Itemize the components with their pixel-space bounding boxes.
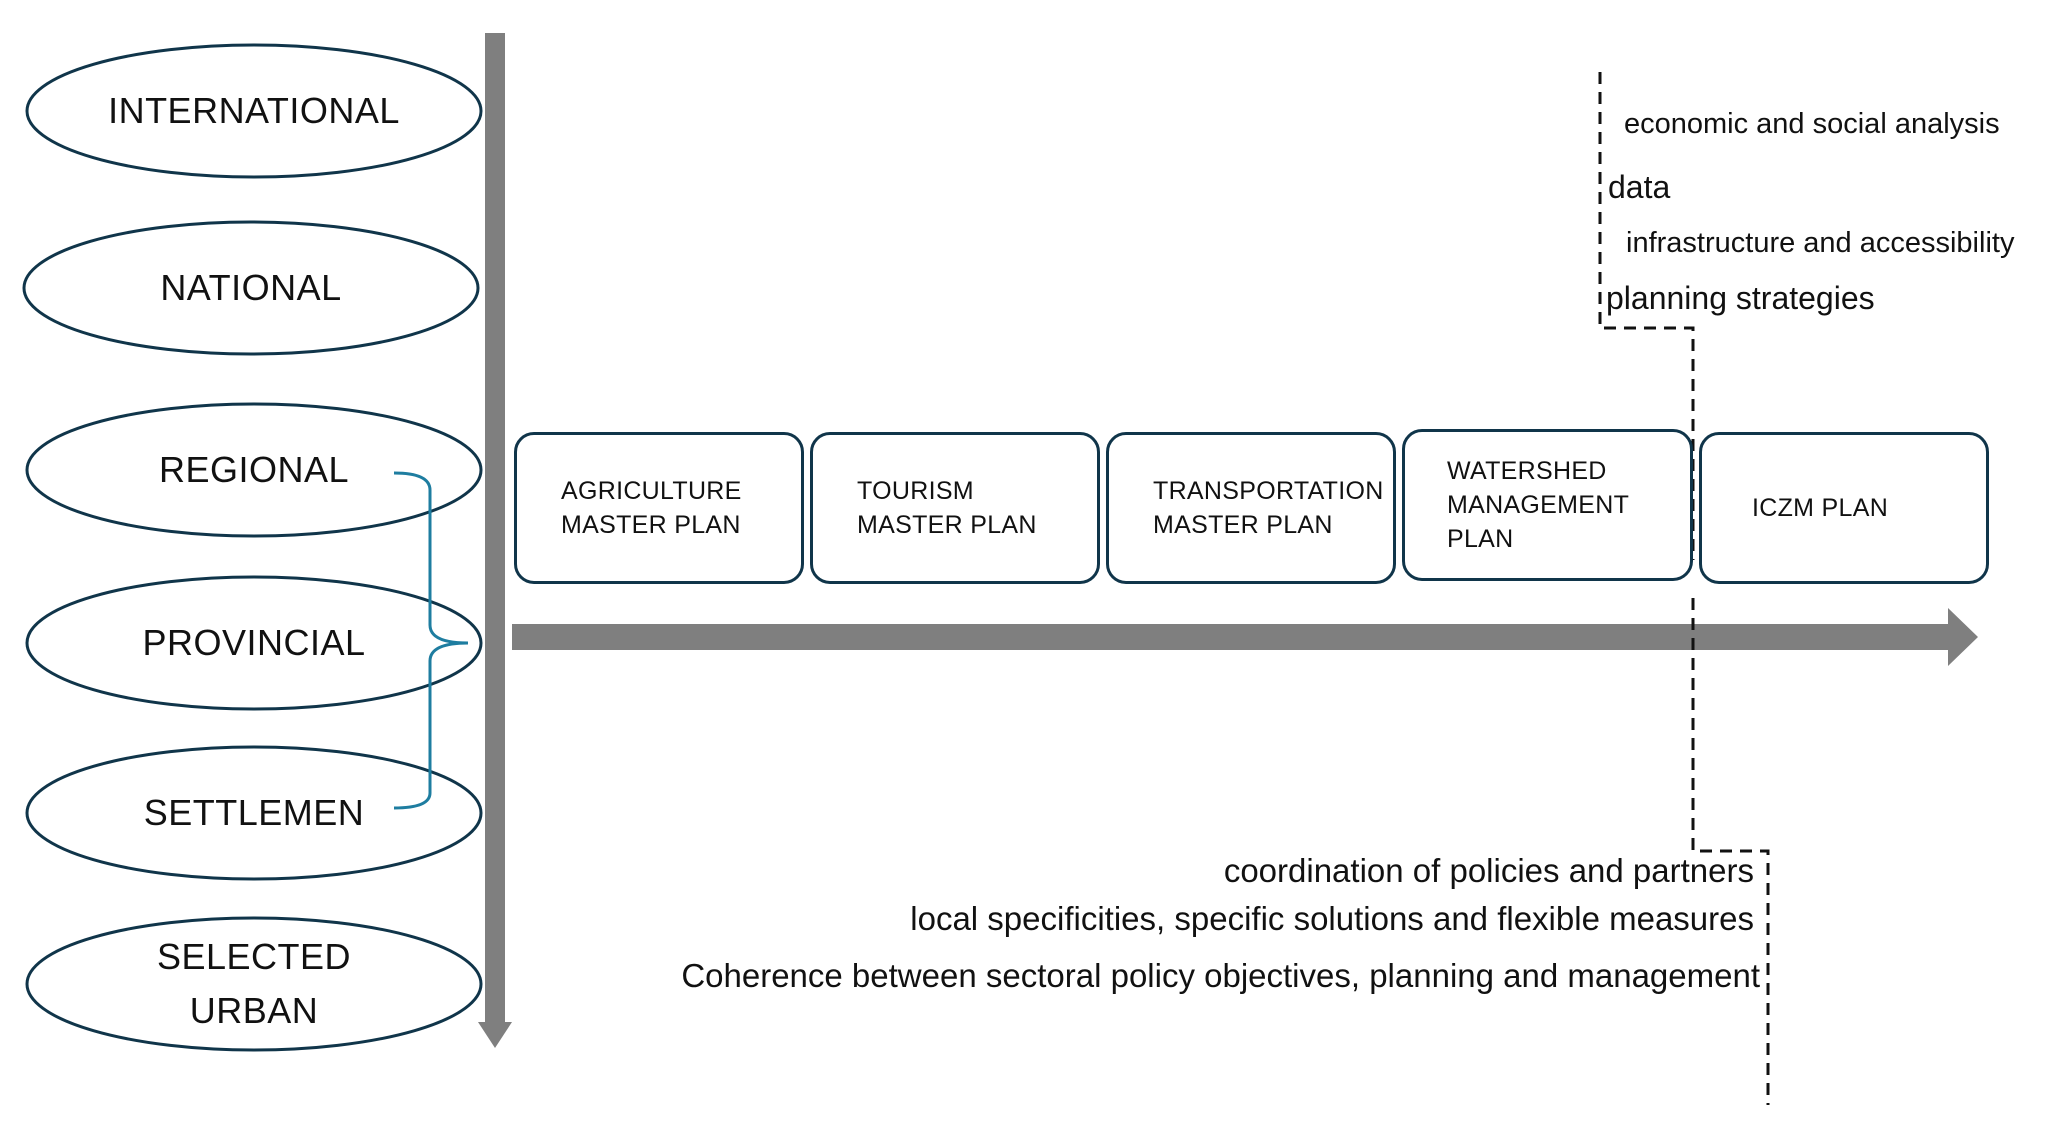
top-item-planning-strategies: planning strategies xyxy=(1606,280,1875,316)
top-item-data: data xyxy=(1608,169,1671,205)
plan-box-iczm: ICZM PLAN xyxy=(1699,432,1989,584)
level-international: INTERNATIONAL xyxy=(108,90,400,131)
horizontal-arrow-head xyxy=(1948,608,1978,666)
plan-box-transportation: TRANSPORTATION MASTER PLAN xyxy=(1106,432,1396,584)
level-provincial: PROVINCIAL xyxy=(142,622,366,663)
top-item-infrastructure: infrastructure and accessibility xyxy=(1626,227,2015,259)
ellipse-international xyxy=(25,43,483,179)
level-settlemen: SETTLEMEN xyxy=(143,792,365,833)
horizontal-arrow-shaft xyxy=(512,624,1952,650)
grouping-bracket xyxy=(393,471,469,810)
ellipse-settlemen xyxy=(25,745,483,881)
vertical-arrow-head xyxy=(478,1022,512,1048)
top-item-economic-social-analysis: economic and social analysis xyxy=(1624,108,2000,140)
vertical-arrow-shaft xyxy=(485,33,505,1028)
bottom-item-coherence: Coherence between sectoral policy object… xyxy=(681,957,1760,994)
ellipse-selected-urban xyxy=(25,916,483,1052)
level-selected-urban: SELECTED URBAN xyxy=(156,936,352,1031)
plan-box-tourism: TOURISM MASTER PLAN xyxy=(810,432,1100,584)
plan-box-watershed: WATERSHED MANAGEMENT PLAN xyxy=(1402,429,1693,581)
bottom-item-local-specificities: local specificities, specific solutions … xyxy=(910,900,1754,937)
lower-dashed-line xyxy=(1691,598,1770,1105)
ellipse-national xyxy=(22,220,480,356)
level-national: NATIONAL xyxy=(160,267,342,308)
ellipse-regional xyxy=(25,402,483,538)
level-regional: REGIONAL xyxy=(158,449,350,490)
plan-box-agriculture: AGRICULTURE MASTER PLAN xyxy=(514,432,804,584)
upper-dashed-line xyxy=(1598,72,1695,560)
bottom-item-coordination: coordination of policies and partners xyxy=(1223,852,1754,889)
ellipse-provincial xyxy=(25,575,483,711)
